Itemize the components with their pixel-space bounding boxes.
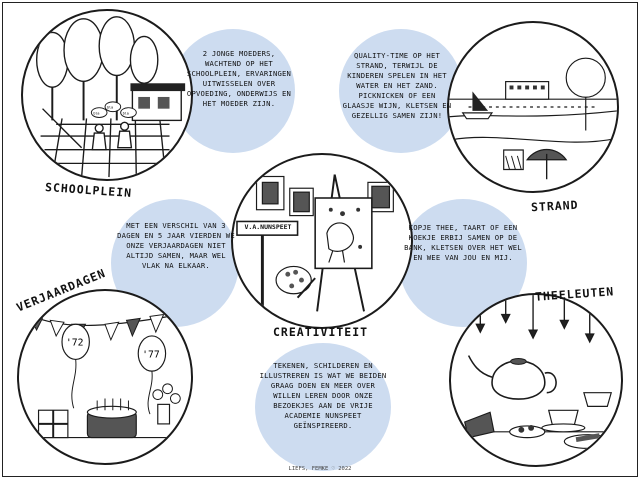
theeleuten-drawing: [451, 295, 621, 449]
schoolplein-illustration: bla bla bla: [21, 9, 193, 181]
strand-text: Quality-time op het strand, terwijl de k…: [342, 51, 452, 120]
strand-illustration: [447, 21, 619, 193]
creativiteit-label: Creativiteit: [273, 325, 369, 339]
creativiteit-drawing: [236, 174, 394, 322]
speech-bubble-1: bla: [93, 112, 99, 116]
blob-strand: [339, 29, 463, 153]
theeleuten-illustration: [449, 293, 623, 467]
speech-bubble-2: bla: [107, 106, 113, 110]
strand-drawing: [449, 57, 617, 180]
verjaardagen-illustration: '72 '77: [17, 289, 193, 465]
blob-creativiteit: [255, 343, 391, 471]
footer-signature: Liefs, Femke ♡ 2022: [288, 466, 352, 472]
creativiteit-text: Tekenen, schilderen en illustreren is wa…: [259, 361, 387, 430]
creativiteit-sign: V.A.NUNSPEET: [244, 223, 292, 231]
schoolplein-label: Schoolplein: [44, 179, 133, 201]
verjaardagen-drawing: '72 '77: [19, 310, 191, 439]
strand-label: Strand: [530, 197, 579, 215]
speech-bubble-3: bla: [123, 112, 129, 116]
verjaardagen-text: Met een verschil van 3 dagen en 5 jaar v…: [117, 221, 235, 270]
balloon-72-label: '72: [66, 338, 84, 349]
creativiteit-illustration: [231, 153, 413, 329]
balloon-77-label: '77: [142, 349, 160, 360]
schoolplein-text: 2 jonge moeders, wachtend op het schoolp…: [186, 49, 292, 108]
theeleuten-label: Theeleuten: [534, 284, 615, 304]
schoolplein-drawing: bla bla bla: [35, 16, 186, 178]
theeleuten-text: Kopje thee, taart of een koekje erbij sa…: [404, 223, 522, 262]
